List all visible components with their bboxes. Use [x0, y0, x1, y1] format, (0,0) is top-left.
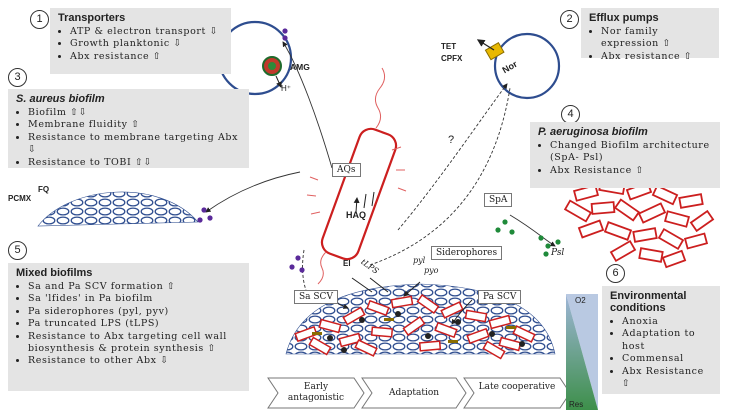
- mixed-item: Pa truncated LPS (tLPS): [28, 318, 243, 330]
- panel-number-1: 1: [30, 10, 49, 29]
- environment-title: Environmental conditions: [610, 290, 687, 314]
- efflux-item: Abx resistance ⇧: [601, 51, 713, 63]
- stage-adaptation: Adaptation: [388, 388, 440, 398]
- h-plus-label: H⁺: [281, 84, 291, 93]
- pa-rod-cell: [306, 67, 407, 285]
- saureus-item: Biofilm ⇧⇩: [28, 107, 243, 119]
- paeruginosa-item: Abx Resistance ⇧: [550, 165, 714, 177]
- tet-label: TET: [441, 42, 457, 51]
- environment-item: Anoxia: [622, 316, 714, 328]
- mixed-biofilm: [285, 277, 556, 360]
- psl-green-dots: [495, 219, 561, 257]
- sa-scv-label: Sa SCV: [294, 290, 338, 304]
- panel-number-2: 2: [560, 10, 579, 29]
- efflux-title: Efflux pumps: [589, 12, 659, 24]
- siderophores-label: Siderophores: [431, 246, 503, 260]
- saureus-item: Resistance to membrane targeting Abx ⇩: [28, 132, 243, 157]
- question-mark-label: ?: [448, 134, 455, 146]
- amg-label: AMG: [290, 62, 310, 72]
- mixed-biofilms-panel: Mixed biofilms Sa and Pa SCV formation ⇧…: [8, 263, 249, 391]
- environment-item: Commensal: [622, 353, 714, 365]
- efflux-item: Nor family expression ⇧: [601, 26, 713, 51]
- efflux-panel: Efflux pumps Nor family expression ⇧ Abx…: [581, 8, 719, 62]
- aq-molecule-dot: [282, 35, 288, 41]
- environment-item: Abx Resistance ⇧: [622, 366, 714, 391]
- aq-molecule-dot: [282, 28, 288, 34]
- saureus-item: Membrane fluidity ⇧: [28, 119, 243, 131]
- saureus-title: S. aureus biofilm: [16, 93, 105, 105]
- mixed-item: Resistance to Abx targeting cell wall bi…: [28, 331, 243, 356]
- saureus-panel: S. aureus biofilm Biofilm ⇧⇩ Membrane fl…: [8, 89, 249, 168]
- pyo-label: pyo: [424, 266, 439, 275]
- haq-label: HAQ: [346, 210, 366, 220]
- oxygen-resistance-gradient: [566, 294, 598, 410]
- pyl-label: pyl: [413, 256, 426, 265]
- mixed-item: Resistance to other Abx ⇩: [28, 355, 243, 367]
- paeruginosa-panel: P. aeruginosa biofilm Changed Biofilm ar…: [530, 122, 720, 188]
- sa-transporter-cell: [217, 20, 293, 96]
- transporters-item: Abx resistance ⇧: [70, 51, 225, 63]
- pa-efflux-cell: [476, 32, 561, 100]
- saureus-item: Resistance to TOBI ⇧⇩: [28, 157, 243, 169]
- pa-scv-label: Pa SCV: [478, 290, 522, 304]
- paeruginosa-title: P. aeruginosa biofilm: [538, 126, 648, 138]
- aqs-label: AQs: [332, 163, 361, 177]
- stage-chevrons: [267, 377, 571, 409]
- stage-early: Early antagonistic: [287, 382, 345, 403]
- psl-label: Psl: [551, 248, 565, 258]
- o2-label: O2: [575, 296, 586, 305]
- el-label: El: [343, 259, 351, 268]
- pa-biofilm: [563, 178, 715, 269]
- cpfx-label: CPFX: [441, 54, 463, 63]
- res-label: Res: [569, 400, 584, 409]
- mixed-item: Sa and Pa SCV formation ⇧: [28, 281, 243, 293]
- pcmx-label: PCMX: [8, 194, 32, 203]
- panel-number-5: 5: [8, 241, 27, 260]
- panel-number-3: 3: [8, 68, 27, 87]
- sa-biofilm-mound: [37, 191, 213, 227]
- transporters-panel: Transporters ATP & electron transport ⇩ …: [50, 8, 231, 74]
- aq-purple-dots: [289, 255, 305, 273]
- transporters-item: ATP & electron transport ⇩: [70, 26, 225, 38]
- environment-item: Adaptation to host: [622, 328, 714, 353]
- mixed-biofilms-title: Mixed biofilms: [16, 267, 93, 279]
- environment-panel: Environmental conditions Anoxia Adaptati…: [602, 286, 720, 394]
- mixed-item: Pa siderophores (pyl, pyv): [28, 306, 243, 318]
- stage-late: Late cooperative: [478, 382, 556, 392]
- panel-number-6: 6: [606, 264, 625, 283]
- paeruginosa-item: Changed Biofilm architecture (SpA- Psl): [550, 140, 714, 165]
- transporters-title: Transporters: [58, 12, 126, 24]
- fq-label: FQ: [38, 185, 50, 194]
- pathway-arrows: [205, 41, 556, 301]
- mixed-item: Sa 'lfides' in Pa biofilm: [28, 293, 243, 305]
- spa-label: SpA: [484, 193, 513, 207]
- transporters-item: Growth planktonic ⇩: [70, 38, 225, 50]
